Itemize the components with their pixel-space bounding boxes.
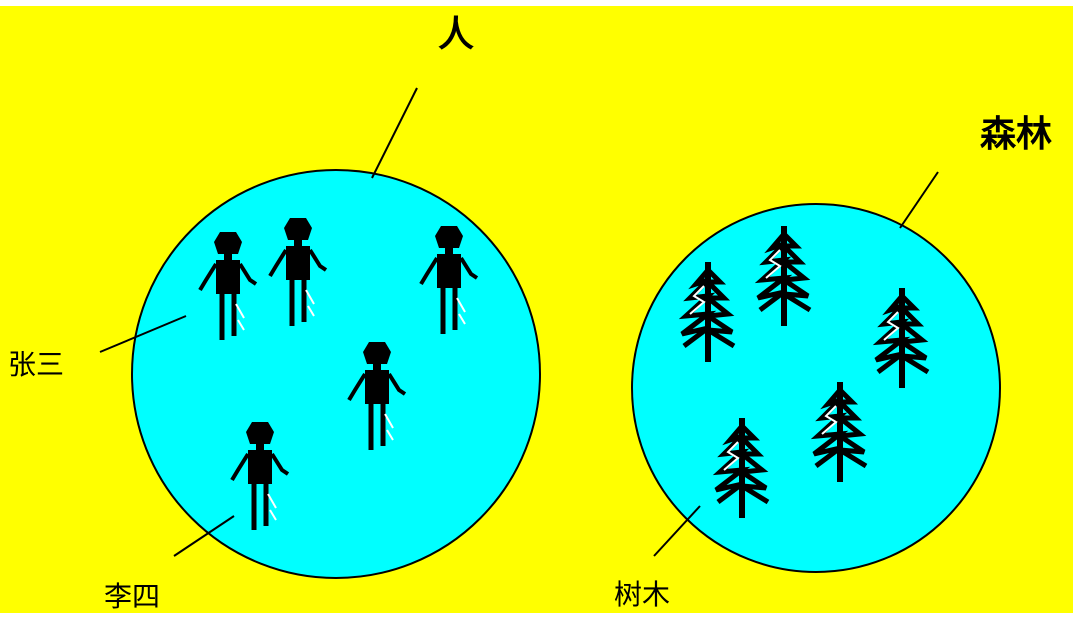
tree-element-label: 树木 (614, 578, 670, 611)
tree-element-leader-line (653, 505, 701, 557)
forest-set-label: 森林 (980, 114, 1052, 155)
people-set-label: 人 (438, 14, 474, 55)
people-set-leader-line (371, 87, 418, 179)
forest-set-leader-line (899, 171, 939, 229)
person-element-leader-line (99, 315, 187, 353)
forest-set-circle (631, 203, 1001, 573)
person-element-2-label: 李四 (104, 580, 160, 613)
person-element-label: 张三 (8, 348, 64, 381)
top-border (0, 0, 1073, 6)
people-set-circle (131, 169, 541, 579)
person-element-2-leader-line (173, 515, 235, 557)
